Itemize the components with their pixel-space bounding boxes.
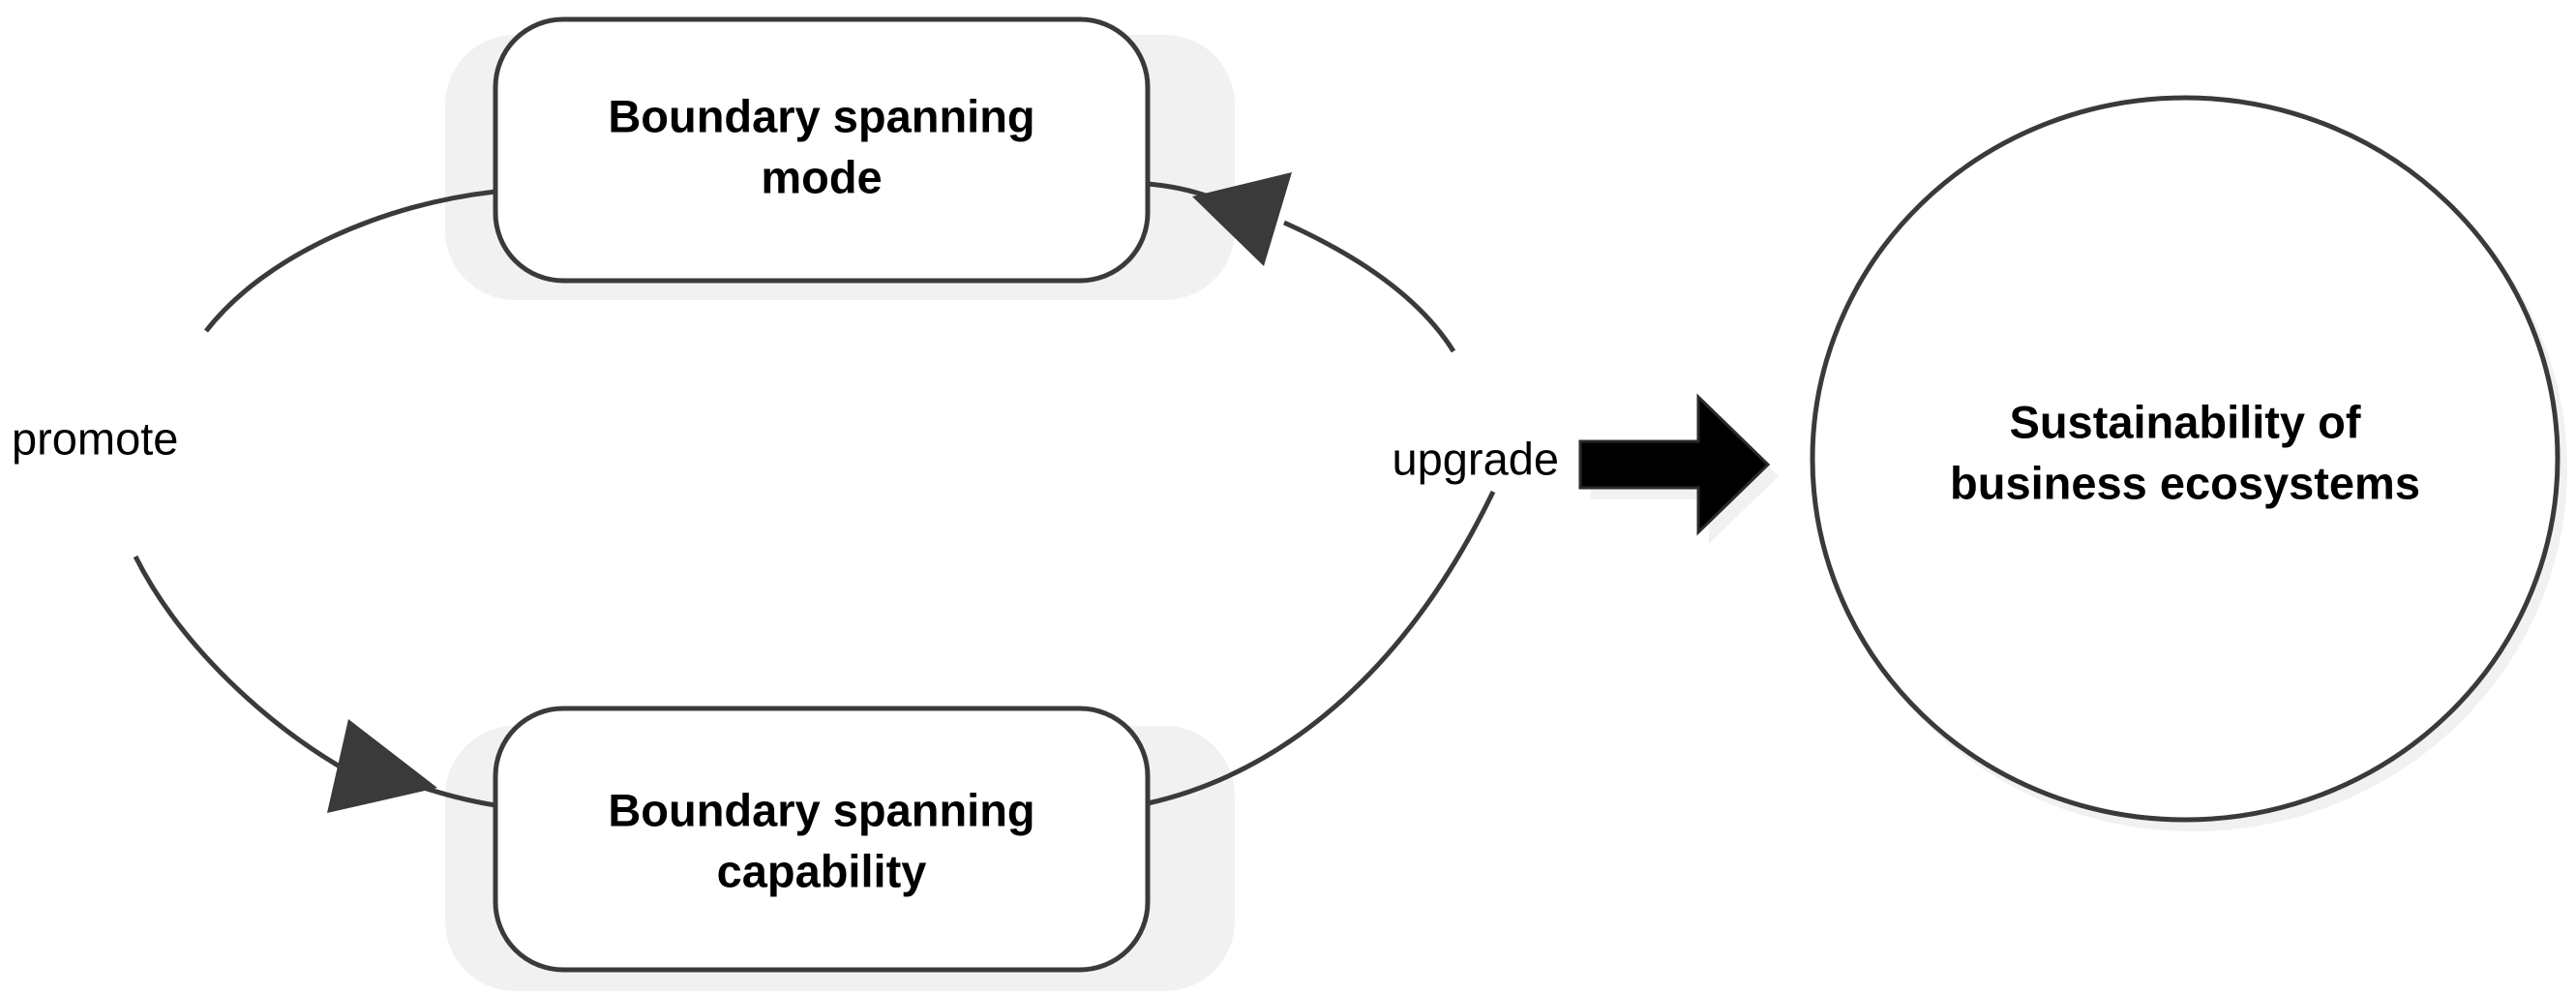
promote-edge-label: promote [12,412,178,464]
sustainability-label-line2: business ecosystems [1950,457,2420,508]
upgrade-arrow-head [1192,172,1292,266]
boundary-spanning-mode-box [493,16,1151,284]
boundary-spanning-mode-label-line1: Boundary spanning [608,90,1034,141]
edge-upgrade[interactable] [1147,172,1496,806]
boundary-spanning-capability-box [493,706,1151,973]
upgrade-curve-lower [1147,490,1496,806]
boundary-spanning-capability-label-line1: Boundary spanning [608,784,1034,835]
edge-promote[interactable] [133,189,496,813]
outcome-block-arrow-icon [1578,393,1771,536]
sustainability-circle [1810,95,2561,823]
node-sustainability-of-business-ecosystems[interactable]: Sustainability of business ecosystems [1810,95,2561,823]
upgrade-edge-label: upgrade [1393,433,1560,484]
node-boundary-spanning-mode[interactable]: Boundary spanning mode [493,16,1151,284]
sustainability-label-line1: Sustainability of [2010,396,2361,447]
upgrade-curve-upper [1282,220,1456,353]
promote-arrow-head [327,719,437,813]
promote-curve-lower [133,555,355,777]
promote-curve-upper [204,189,496,333]
node-boundary-spanning-capability[interactable]: Boundary spanning capability [493,706,1151,973]
boundary-spanning-mode-label-line2: mode [761,151,882,202]
boundary-spanning-capability-label-line2: capability [717,845,927,896]
